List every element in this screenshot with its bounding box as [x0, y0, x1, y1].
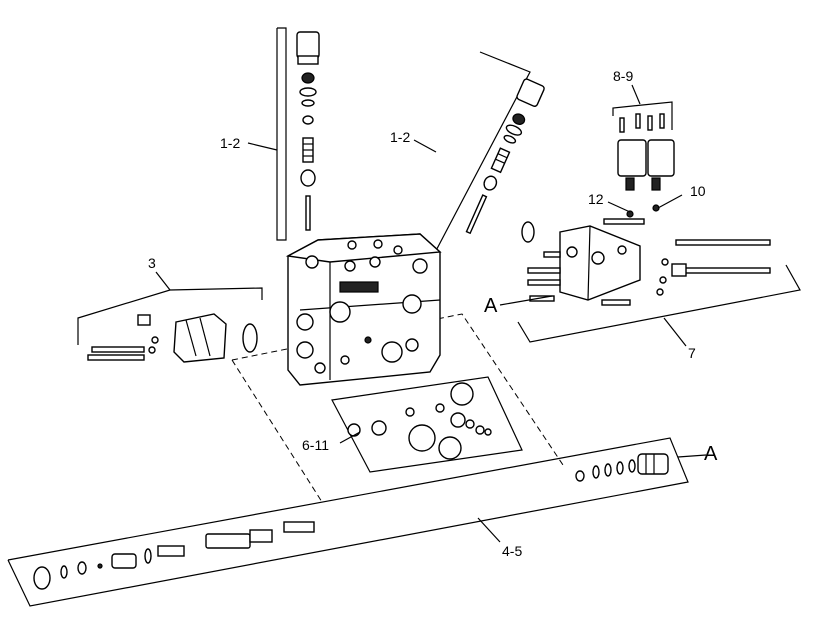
callout-4-5: 4-5 — [502, 543, 522, 559]
main-valve-body — [285, 233, 442, 386]
frame-group-1-2-right — [391, 51, 531, 263]
mounting-surface-outline — [231, 313, 566, 469]
frame-group-8-9 — [612, 101, 673, 130]
leader-3 — [155, 271, 171, 291]
callout-10: 10 — [690, 183, 706, 199]
leader-12 — [607, 201, 631, 213]
leader-7 — [663, 317, 687, 347]
spool-assembly — [33, 453, 669, 590]
callout-1-2-right: 1-2 — [390, 129, 410, 145]
leader-4-5 — [477, 517, 501, 543]
frame-group-4-5 — [7, 437, 689, 607]
leader-10 — [657, 194, 683, 209]
cartridge-stack-left — [296, 31, 320, 231]
cartridge-stack-right — [465, 78, 545, 235]
callout-1-2-left: 1-2 — [220, 135, 240, 151]
leader-6-11 — [339, 431, 361, 444]
section-ref-a-left: A — [484, 295, 498, 317]
frame-group-7 — [517, 264, 801, 343]
callout-12: 12 — [588, 191, 604, 207]
section-ref-a-right: A — [704, 443, 718, 465]
callout-8-9: 8-9 — [613, 68, 633, 84]
leader-8-9 — [631, 84, 641, 105]
leader-a-left — [499, 295, 553, 306]
callout-7: 7 — [688, 345, 696, 361]
leader-1-2-left — [247, 142, 278, 151]
callout-3: 3 — [148, 255, 156, 271]
frame-group-1-2-left — [276, 27, 287, 241]
frame-group-6-11 — [331, 376, 523, 473]
leader-1-2-right — [413, 139, 437, 153]
solenoid-pair — [617, 113, 675, 218]
frame-group-3 — [77, 287, 263, 345]
seal-kit — [347, 382, 492, 460]
auxiliary-valve-module — [521, 218, 771, 306]
end-cover-assembly — [87, 313, 258, 363]
leader-a-right — [677, 454, 707, 458]
mounting-surface-edge — [231, 359, 323, 503]
callout-6-11: 6-11 — [302, 437, 329, 453]
